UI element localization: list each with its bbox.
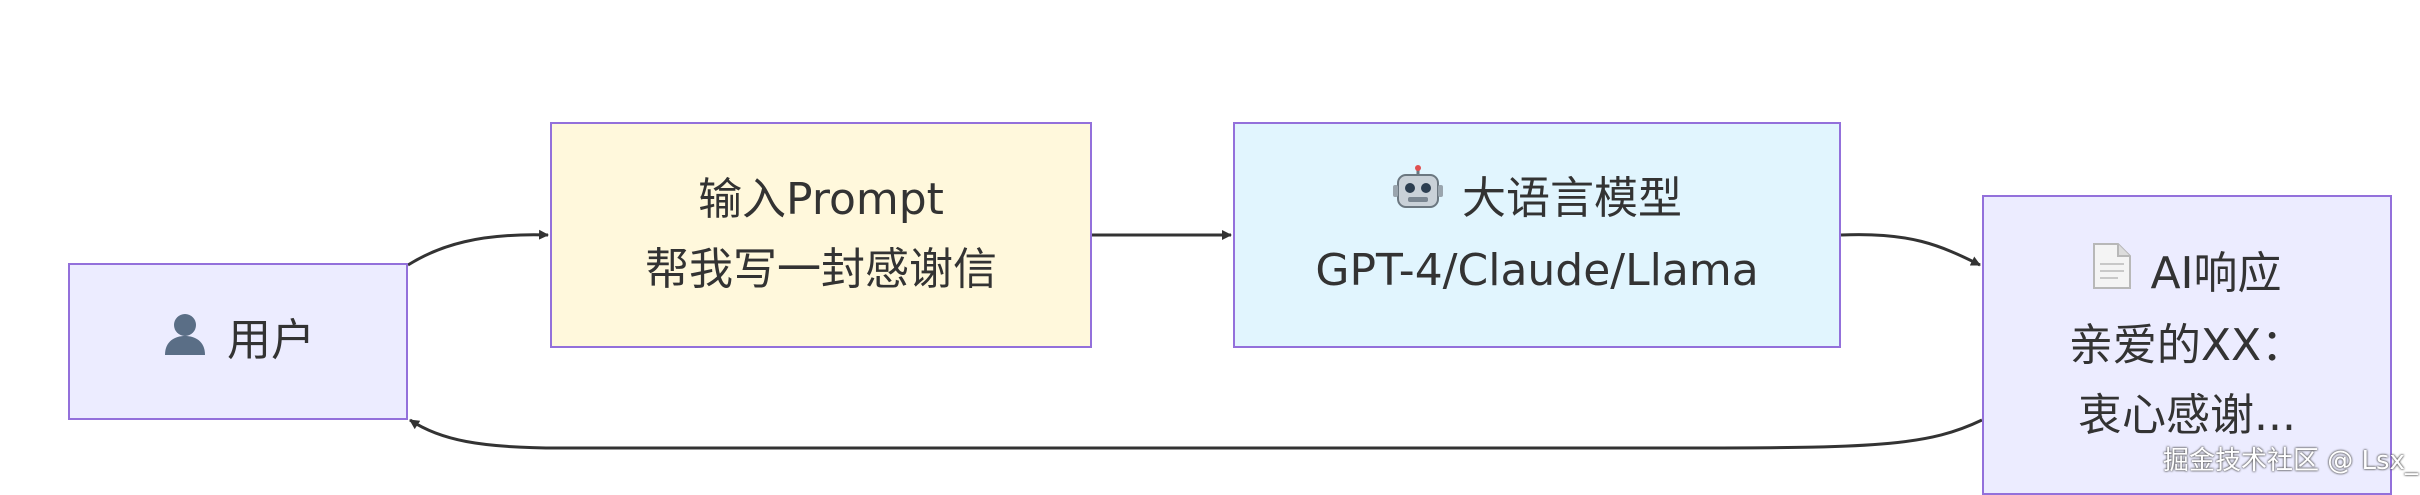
document-icon: [2092, 241, 2132, 311]
node-response-line3: 衷心感谢...: [2078, 390, 2296, 441]
robot-icon: [1392, 165, 1444, 236]
node-llm-models: GPT-4/Claude/Llama: [1315, 245, 1759, 297]
node-llm-title-row: 大语言模型: [1392, 164, 1682, 237]
node-response: AI响应 亲爱的XX： 衷心感谢...: [1982, 195, 2392, 495]
node-llm: 大语言模型 GPT-4/Claude/Llama: [1233, 122, 1841, 348]
node-prompt: 输入Prompt 帮我写一封感谢信: [550, 122, 1092, 348]
node-user-title: 用户: [161, 306, 315, 378]
edge-llm-to-response: [1840, 233, 1981, 267]
node-response-title-row: AI响应: [2092, 239, 2282, 311]
edge-response-to-user: [409, 418, 1983, 450]
watermark: 掘金技术社区 @ Lsx_: [2163, 446, 2418, 476]
node-response-line2: 亲爱的XX：: [2068, 320, 2306, 371]
node-user: 用户: [68, 263, 408, 420]
edge-user-to-prompt: [407, 229, 549, 267]
node-prompt-line2: 帮我写一封感谢信: [645, 244, 997, 295]
node-response-title: AI响应: [2150, 248, 2282, 299]
user-icon: [161, 308, 209, 378]
node-llm-title: 大语言模型: [1462, 172, 1682, 224]
node-prompt-line1: 输入Prompt: [698, 174, 944, 225]
node-user-label: 用户: [227, 314, 315, 366]
